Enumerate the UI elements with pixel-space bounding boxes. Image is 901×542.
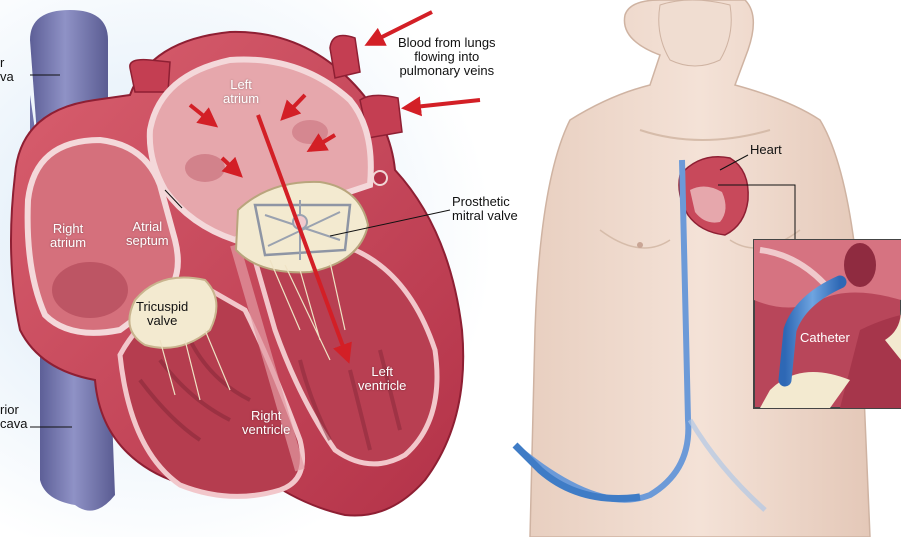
catheter-external (512, 442, 641, 502)
external-arrow-lower (401, 96, 481, 117)
vein-branch (687, 418, 767, 512)
pulmonary-vein-lower (359, 94, 403, 139)
chordae-tricuspid (159, 329, 231, 401)
catheter-inset (753, 239, 901, 409)
label-blood-from-lungs: Blood from lungs flowing into pulmonary … (398, 35, 496, 78)
blood-flow-arrow-2 (280, 93, 307, 121)
blood-flow-arrow-4 (306, 133, 337, 153)
right-atrium-opening (52, 262, 128, 318)
body-heart (678, 156, 749, 236)
label-left-atrium: Left atrium (223, 77, 260, 106)
blood-flow-arrow-main (256, 114, 352, 364)
pulmonary-vein-upper (329, 34, 361, 79)
interventricular-septum (230, 243, 305, 472)
pulmonary-vein-opening-1 (185, 154, 225, 182)
trabeculae-lv (298, 349, 402, 451)
label-right-atrium: Right atrium (50, 221, 87, 250)
tricuspid-valve-shape (128, 276, 218, 349)
label-right-ventricle: Right ventricle (242, 408, 291, 437)
pulmonary-vessel (129, 58, 171, 93)
catheter-path (518, 159, 692, 503)
external-arrow-upper (364, 10, 433, 46)
label-left-ventricle: Left ventricle (358, 364, 407, 393)
small-vessel (372, 170, 388, 186)
blood-flow-arrow-3 (220, 156, 243, 178)
label-catheter: Catheter (800, 330, 850, 345)
label-inferior-vena-cava: rior cava (0, 402, 28, 431)
heart (10, 30, 465, 517)
leader-lines-right (718, 154, 796, 240)
blood-flow-arrow-1 (188, 103, 219, 128)
label-atrial-septum: Atrial septum (126, 219, 169, 248)
label-heart: Heart (750, 142, 782, 157)
label-tricuspid-valve: Tricuspid valve (136, 299, 189, 328)
leader-lines-left (30, 74, 451, 428)
trabeculae-rv (138, 339, 251, 442)
label-prosthetic-mitral-valve: Prosthetic mitral valve (452, 194, 518, 223)
prosthetic-mitral-valve-shape (234, 180, 370, 361)
label-superior-vena-cava: r va (0, 55, 14, 84)
